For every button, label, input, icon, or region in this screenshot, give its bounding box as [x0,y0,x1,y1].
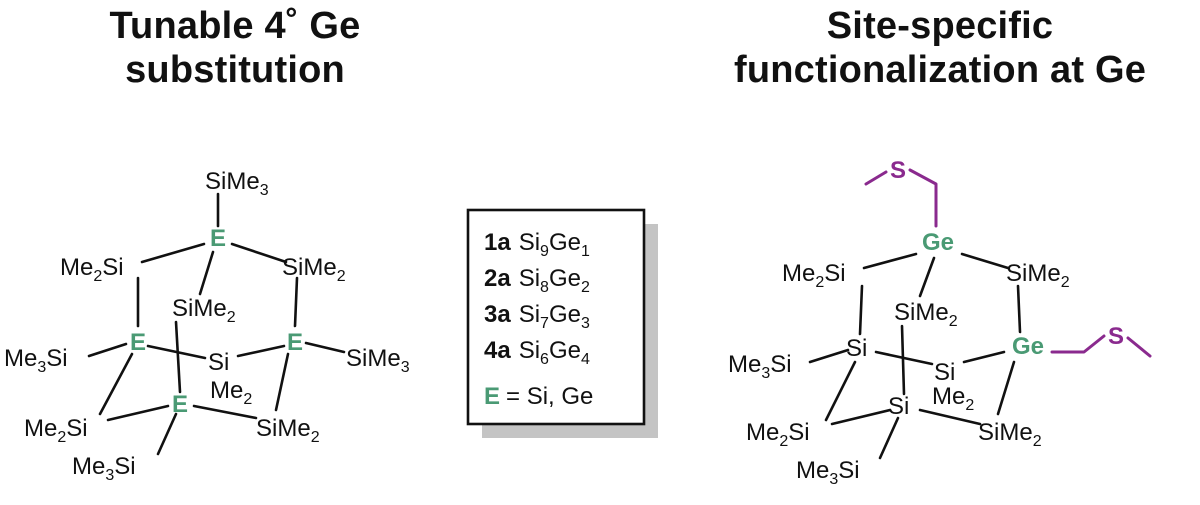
bond [918,256,936,298]
bond [808,348,850,364]
germanium-top: Ge [922,229,954,256]
trimethylsilyl-bottom: Me3Si [72,453,136,484]
title-right-line1: Site-specific [826,5,1054,47]
dimethylsilyl-upper-left: Me2Si [782,260,846,291]
methylthiomethyl-right-bond [1126,336,1152,358]
bond [858,284,864,336]
trimethylsilyl-left: Me3Si [728,351,792,382]
silicon-bottom: Si [888,393,909,420]
silicon-left: Si [846,335,867,362]
bond [106,404,170,422]
legend-box [466,208,646,426]
sulfur-right: S [1108,323,1124,350]
svg-text:E= Si, Ge: E= Si, Ge [484,383,593,410]
silicon-center: Si [208,349,229,376]
bond [996,360,1016,416]
e-atom-bottom: E [172,391,188,418]
bond [236,344,286,358]
e-atom-left: E [130,329,146,356]
dimethylsilyl-lower-left: Me2Si [746,419,810,450]
bond [174,320,182,394]
trimethylsilyl-left: Me3Si [4,345,68,376]
dimethylsilyl-lower-left: Me2Si [24,415,88,446]
dimethylsilyl-center: SiMe2 [894,299,958,330]
left-cluster-structure: SiMe3 E Me2Si SiMe2 SiMe2 E E Me3Si Si S… [4,168,410,484]
dimethylsilyl-upper-right: SiMe2 [1006,260,1070,291]
title-tunable-ge: Tunable 4˚ Ge substitution [20,4,450,92]
bond [960,252,1010,270]
trimethylsilyl-right: SiMe3 [346,345,410,376]
bond [192,404,258,420]
bond [918,408,982,426]
bond [293,276,299,328]
dimethylsilyl-lower-right: SiMe2 [978,419,1042,450]
bond [98,352,134,416]
title-right-line2: functionalization at Ge [733,49,1147,91]
e-atom-right: E [287,329,303,356]
bond [140,242,206,264]
methylthiomethyl-top-bond [908,168,938,228]
silicon-center: Si [934,359,955,386]
dimethylsilyl-upper-right: SiMe2 [282,254,346,285]
dimethylsilyl-center: SiMe2 [172,295,236,326]
trimethylsilyl-bottom: Me3Si [796,457,860,488]
dimethylsilyl-upper-left: Me2Si [60,254,124,285]
methylthiomethyl-top-bond [864,170,888,186]
bond [274,352,290,412]
bond [230,242,288,264]
bond [878,416,900,460]
bond [156,412,178,456]
right-cluster-structure: S S Ge Me2Si SiMe2 SiMe2 Si Ge Me3Si Si … [728,157,1152,488]
methylthiomethyl-right-bond [1050,334,1106,354]
dimethylsilyl-lower-right: SiMe2 [256,415,320,446]
dimethyl-center-lower: Me2 [210,377,252,408]
germanium-right: Ge [1012,333,1044,360]
title-left-line1: Tunable 4˚ Ge [109,5,361,47]
bond [198,250,215,296]
silyl-top-label: SiMe3 [205,168,269,199]
bond [87,342,128,358]
dimethyl-center-lower: Me2 [932,383,974,414]
bond [862,252,918,270]
bond [146,344,207,360]
bond [900,324,906,396]
bond [874,350,934,366]
bond [962,350,1006,364]
bond [1016,284,1022,334]
bond [830,408,892,426]
sulfur-top: S [890,157,906,184]
bond [824,360,857,422]
title-left-line2: substitution [125,49,345,91]
e-atom-top: E [210,225,226,252]
legend-e-definition: E= Si, Ge [484,383,593,410]
bond [304,341,346,354]
title-site-specific: Site-specific functionalization at Ge [690,4,1190,92]
